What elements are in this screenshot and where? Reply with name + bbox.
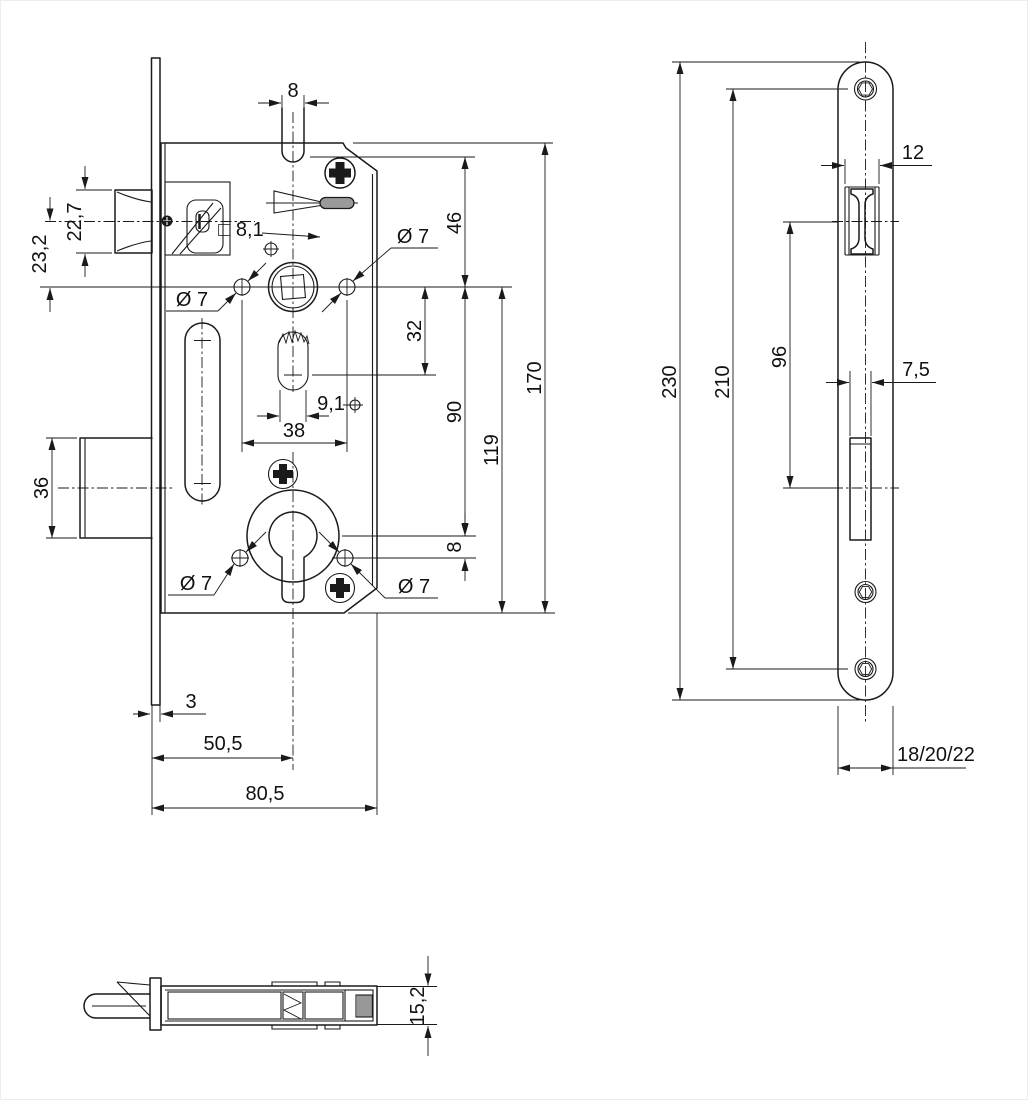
dim-hole-top-right: Ø 7: [397, 226, 429, 248]
bottom-view: 15,2: [83, 956, 437, 1056]
dim-follower-to-cam: 32: [404, 320, 426, 342]
phillips-screw-icon: [330, 578, 350, 598]
dim-faceplate-width: 18/20/22: [897, 744, 975, 766]
dim-screw-spacing: 210: [712, 365, 734, 398]
dim-faceplate-thickness: 3: [185, 691, 196, 713]
dim-hole-top-left: Ø 7: [176, 289, 208, 311]
dim-square-follower: □ 8,1: [218, 219, 263, 241]
faceplate-edge: [150, 57, 161, 706]
case-bottom-outline: [160, 985, 378, 1026]
dim-cam-slot-width: 9,1: [317, 393, 345, 415]
deadbolt-slot: [849, 437, 872, 541]
dim-latch-to-deadbolt: 96: [769, 346, 791, 368]
spring-housing: [344, 989, 374, 1022]
cylinder-hole: [246, 489, 340, 583]
spring-coil: [357, 995, 371, 1017]
latch-front: [850, 188, 874, 255]
latch-bolt: [114, 189, 153, 254]
dim-case-depth: 80,5: [246, 783, 285, 805]
hex-screw-icon: [858, 663, 873, 675]
euro-profile: [268, 511, 318, 604]
latch-side: [83, 993, 151, 1019]
dim-hole-spacing: 38: [283, 420, 305, 442]
dim-faceplate-length: 230: [659, 365, 681, 398]
dim-follower-to-bottom: 119: [481, 434, 503, 466]
dim-follower-to-cylinder: 90: [444, 401, 466, 423]
square-spindle-hole: [279, 273, 307, 301]
dim-deadbolt-slot-width: 7,5: [902, 359, 930, 381]
dim-deadbolt-height: 36: [31, 477, 53, 499]
hex-screw-icon: [858, 586, 873, 598]
dim-latch-to-follower: 23,2: [29, 235, 51, 274]
faceplate-outline: [837, 61, 894, 701]
dim-case-thickness: 15,2: [407, 987, 429, 1026]
oval-slot: [184, 322, 221, 502]
hex-screw-icon: [857, 82, 874, 96]
dim-hole-bottom-right: Ø 7: [398, 576, 430, 598]
dim-latch-height: 22,7: [64, 203, 86, 242]
lock-case-outline: [160, 142, 378, 614]
dim-cylinder-to-hole: 8: [444, 541, 466, 552]
phillips-screw-icon: [273, 464, 293, 484]
dim-case-height: 170: [524, 361, 546, 394]
faceplate-view: 230 210 96 12 7,5 18/20/22: [659, 42, 975, 775]
spring-pin: [319, 196, 355, 210]
cam-teeth: [278, 329, 310, 345]
front-view: 8 22,7 23,2 □ 8,1 Ø 7 Ø 7 Ø 7 Ø 7 46 32 …: [29, 57, 555, 815]
dim-backset: 50,5: [204, 733, 243, 755]
dim-follower-to-top: 46: [444, 212, 466, 234]
faceplate-bar: [149, 977, 162, 1031]
dim-hole-bottom-left: Ø 7: [180, 573, 212, 595]
dim-latch-width: 12: [902, 142, 924, 164]
spring-wedge: [273, 190, 331, 214]
phillips-screw-icon: [329, 162, 351, 184]
dim-follower-tab-width: 8: [287, 80, 298, 102]
